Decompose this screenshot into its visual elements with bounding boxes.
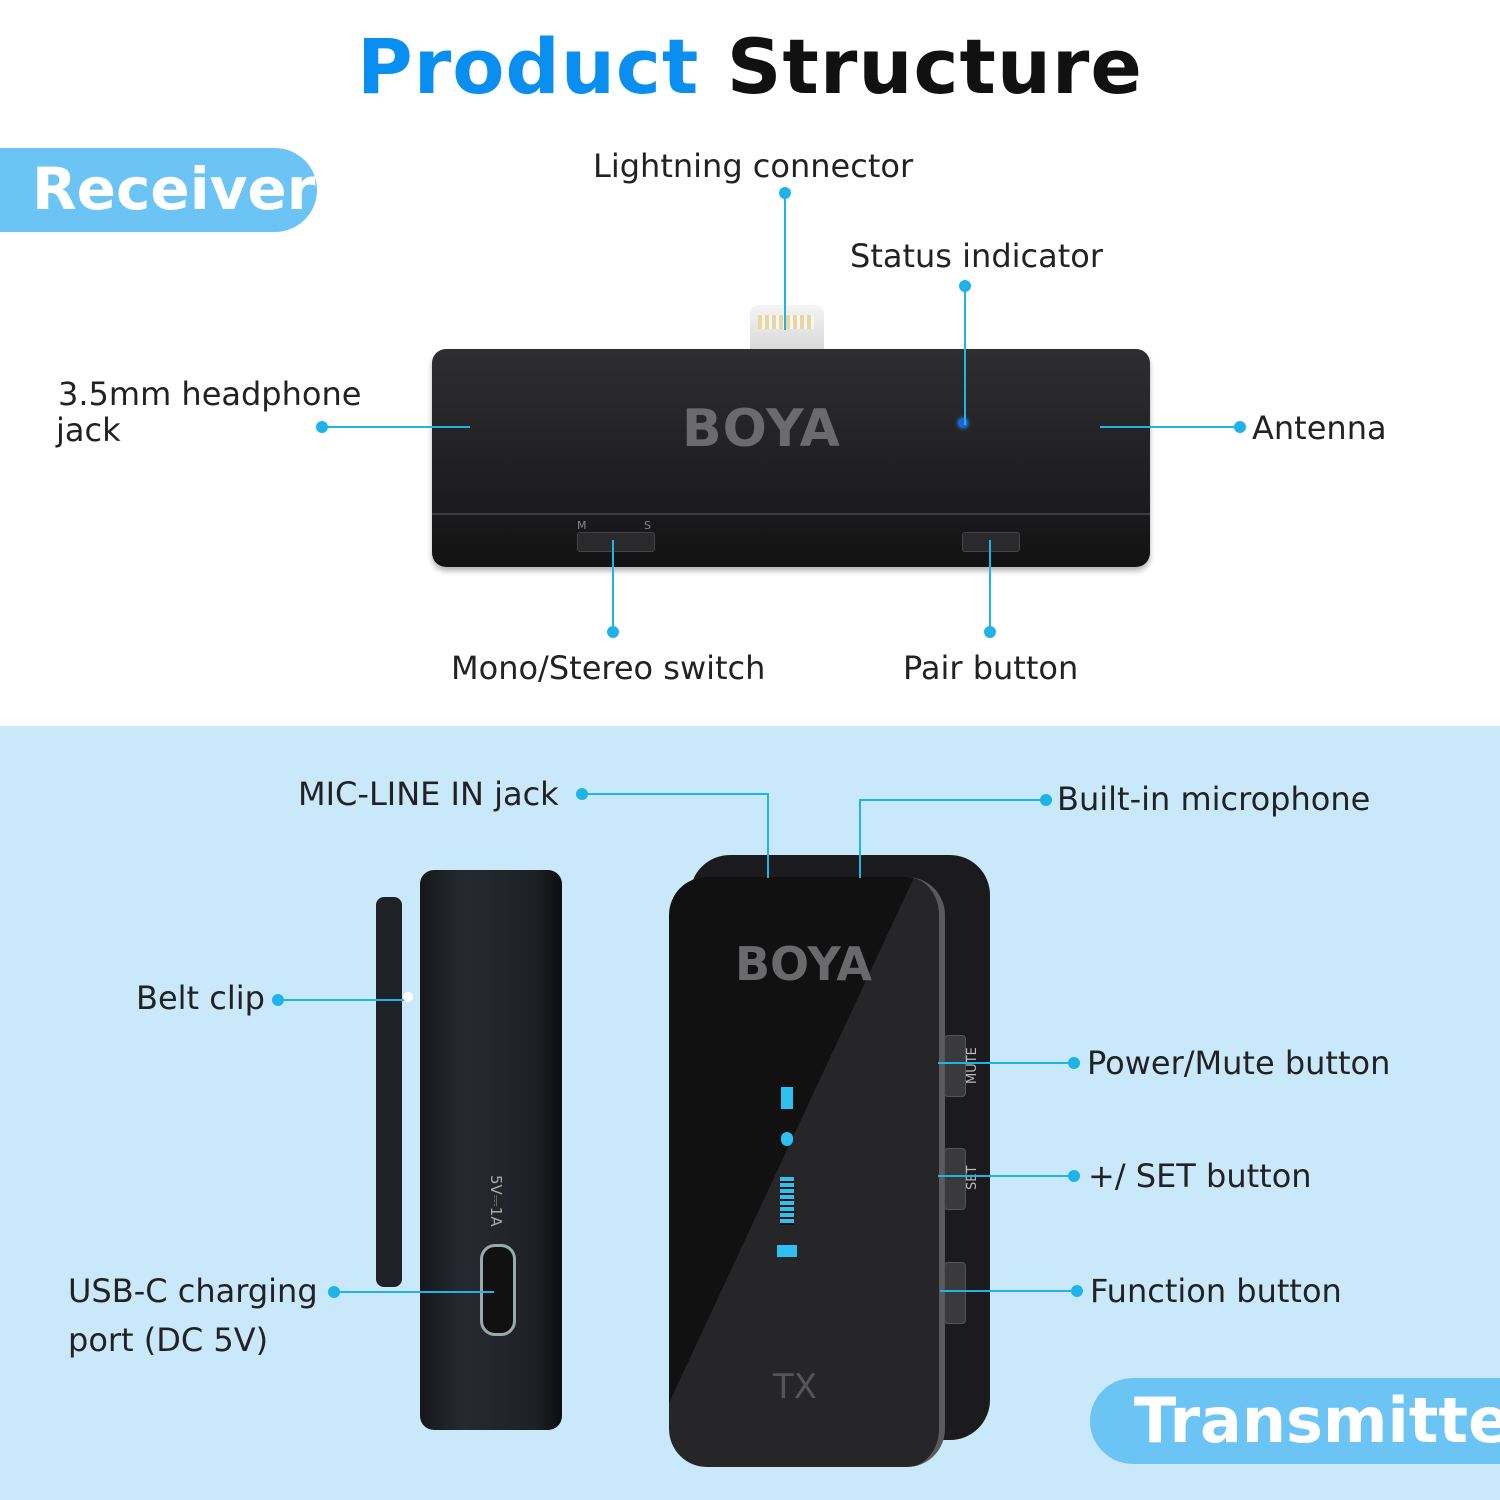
connector-pins (758, 315, 814, 329)
receiver-badge: Receiver (0, 148, 317, 232)
transmitter-badge: Transmitter (1090, 1378, 1500, 1464)
mono-stereo-switch (577, 532, 655, 552)
label-mic-line: MIC-LINE IN jack (298, 775, 559, 813)
label-status: Status indicator (850, 237, 1103, 275)
transmitter-side-device (420, 870, 562, 1430)
battery-icon (777, 1245, 797, 1257)
mic-icon (781, 1132, 793, 1146)
set-button (944, 1148, 966, 1210)
label-headphone: 3.5mm headphone (58, 375, 362, 413)
receiver-device: BOYA M S (432, 349, 1150, 567)
belt-clip (376, 897, 402, 1287)
label-headphone-2: jack (56, 411, 121, 449)
transmitter-model: TX (773, 1367, 818, 1407)
label-power-mute: Power/Mute button (1087, 1044, 1391, 1082)
signal-icon (781, 1087, 793, 1109)
page-title: Product Structure (357, 22, 1143, 111)
mono-mark: M (577, 519, 587, 532)
transmitter-front: BOYA TX (669, 877, 945, 1467)
power-rating: 5V⎓1A (487, 1175, 505, 1227)
label-usbc: USB-C charging (68, 1272, 318, 1310)
function-button (944, 1262, 966, 1324)
status-led (958, 418, 968, 428)
set-mark: SET (965, 1165, 980, 1190)
label-belt-clip: Belt clip (136, 979, 265, 1017)
usbc-port (480, 1244, 516, 1336)
stereo-mark: S (644, 519, 651, 532)
level-meter (780, 1177, 794, 1225)
receiver-logo: BOYA (682, 399, 841, 459)
receiver-edge (432, 513, 1150, 515)
label-function: Function button (1090, 1272, 1342, 1310)
label-pair: Pair button (903, 649, 1079, 687)
lightning-connector (750, 305, 824, 351)
label-lightning: Lightning connector (593, 147, 914, 185)
label-antenna: Antenna (1252, 409, 1387, 447)
label-mono-stereo: Mono/Stereo switch (451, 649, 766, 687)
pair-button (962, 532, 1020, 552)
label-builtin-mic: Built-in microphone (1057, 780, 1371, 818)
mute-mark: MUTE (965, 1047, 980, 1084)
label-set: +/ SET button (1088, 1157, 1312, 1195)
transmitter-logo: BOYA (735, 937, 873, 991)
label-usbc-2: port (DC 5V) (68, 1321, 269, 1359)
power-mute-button (944, 1035, 966, 1097)
